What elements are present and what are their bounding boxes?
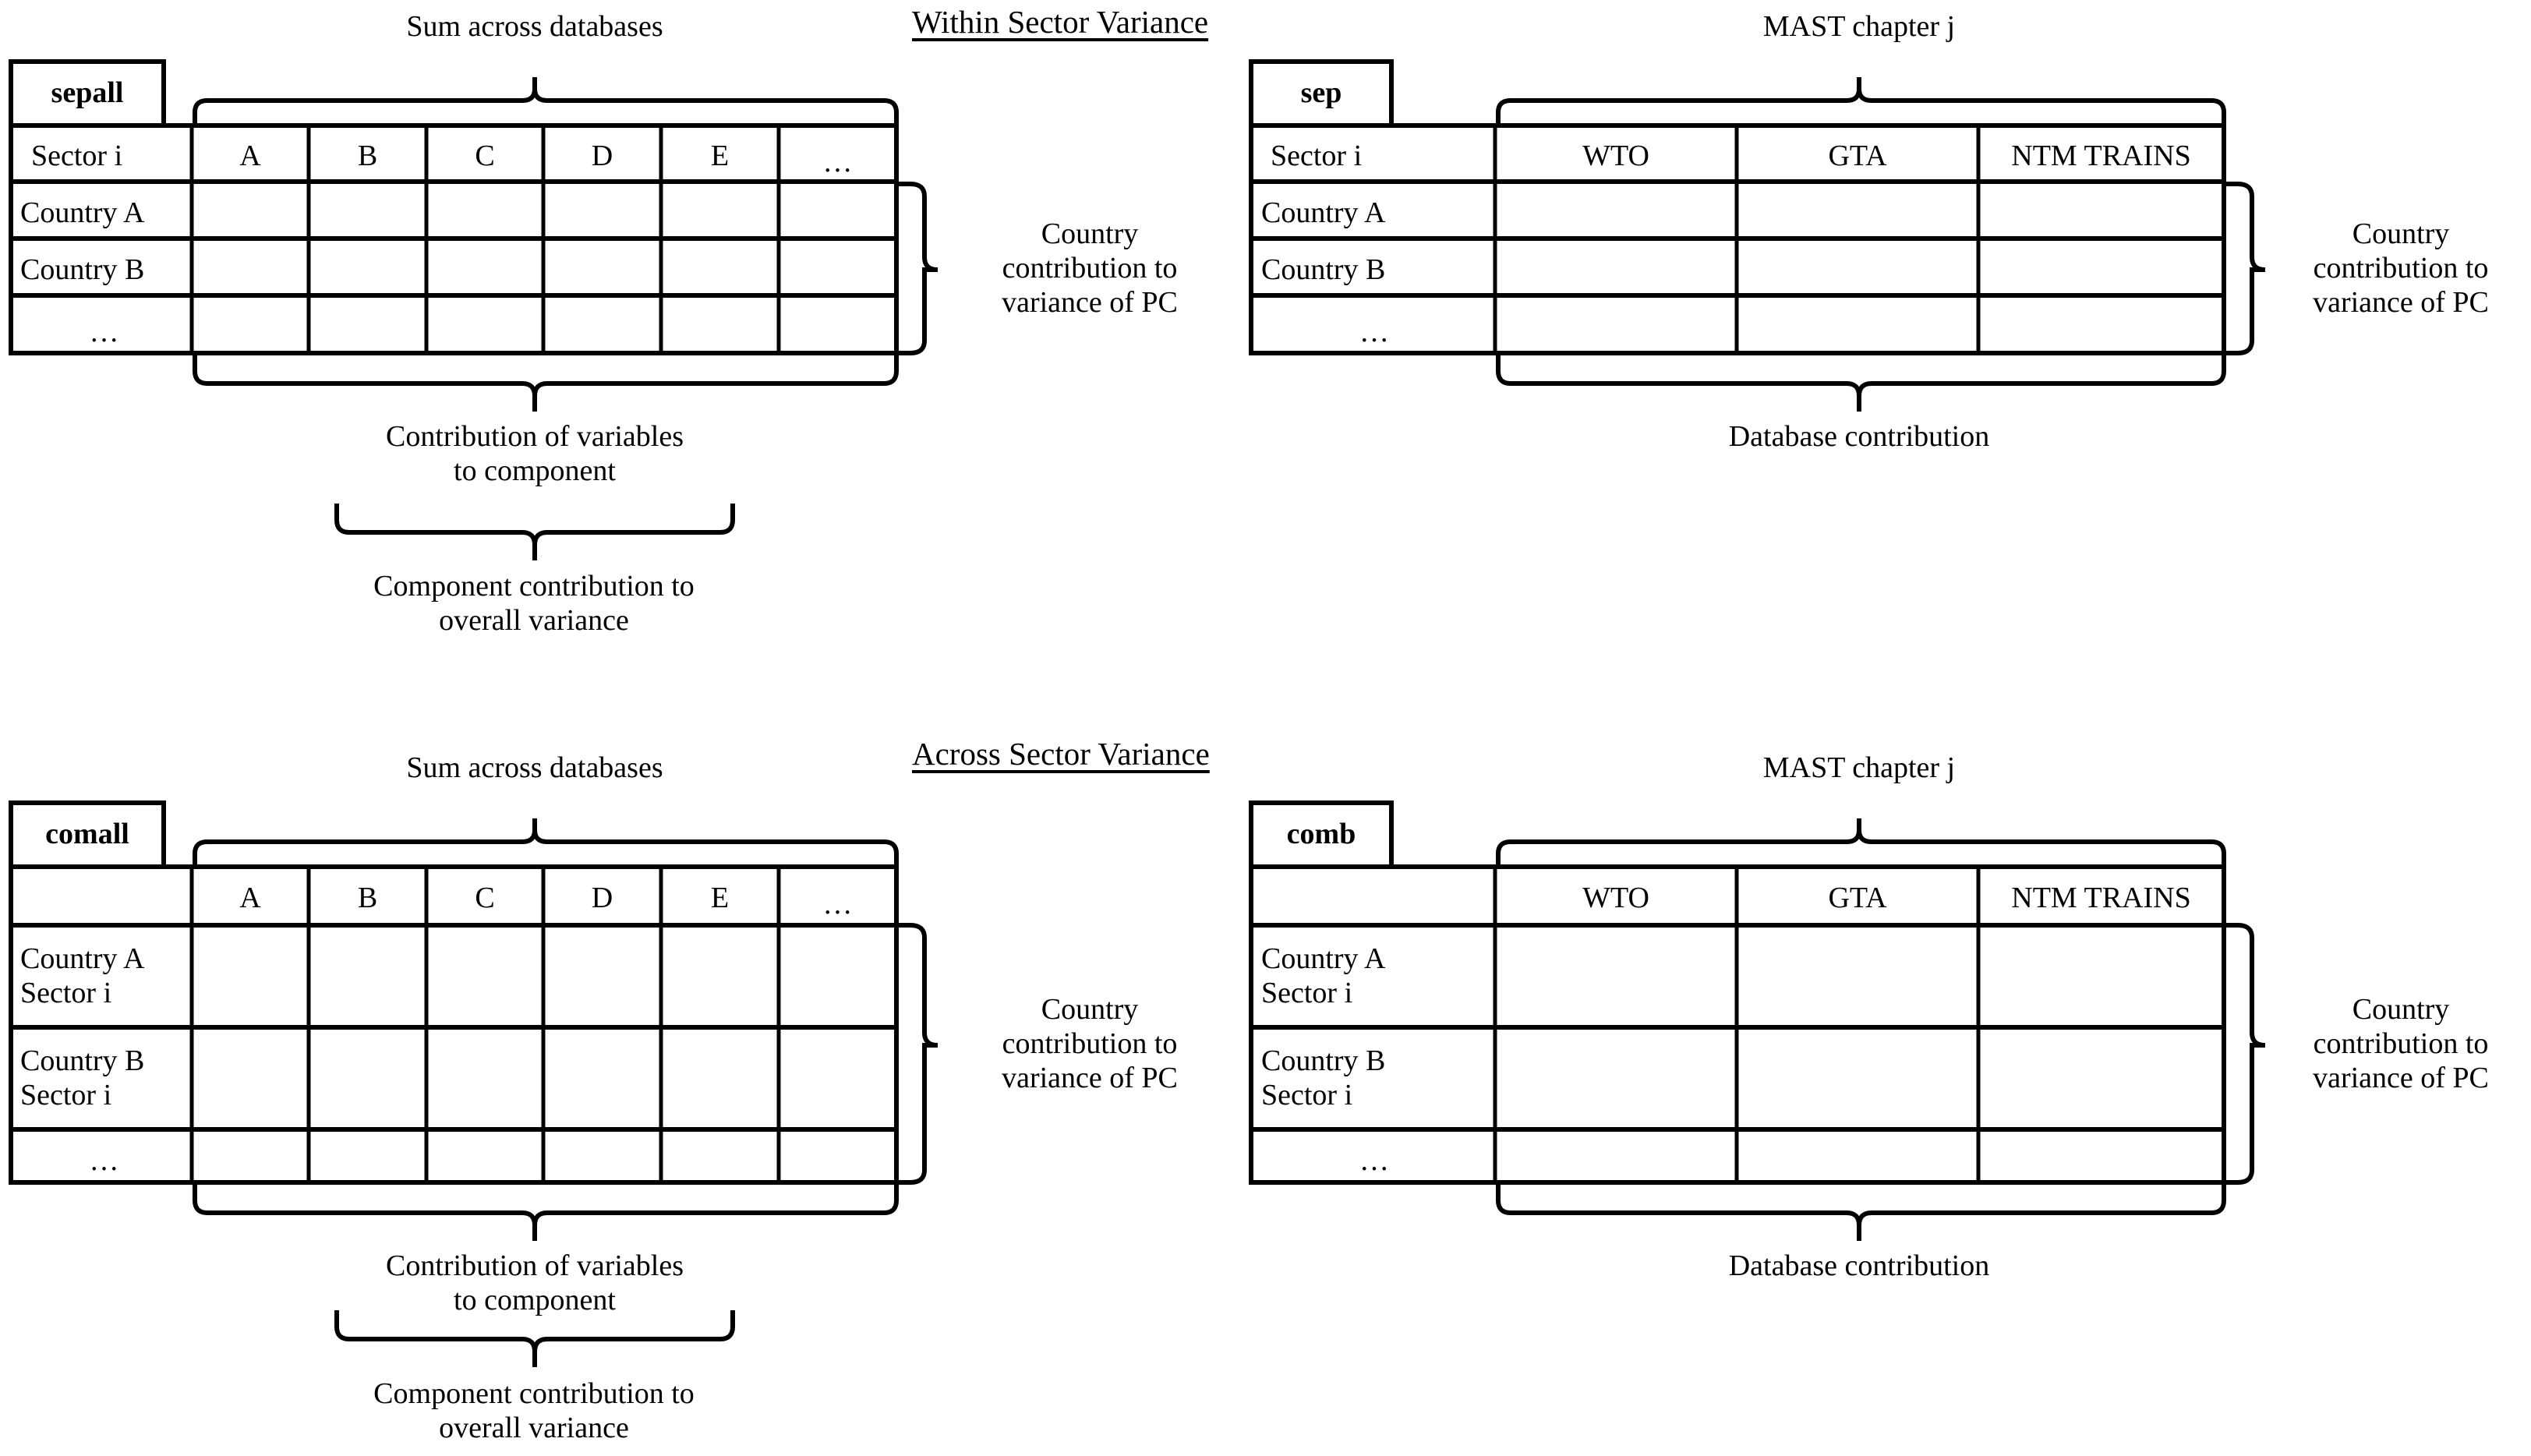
table-comall-header-b: B xyxy=(357,882,378,914)
table-comb-header-ntm-trains: NTM TRAINS xyxy=(2011,882,2191,914)
table-sepall-header-a: A xyxy=(239,140,261,172)
brace-contribution-of-variables-top-left xyxy=(193,353,899,412)
brace-label-sum-across-databases-bottom-left: Sum across databases xyxy=(406,751,663,784)
table-comall-header-d: D xyxy=(591,882,613,914)
brace-country-contribution-top-left xyxy=(896,182,939,355)
brace-mast-chapter-bottom-right xyxy=(1496,818,2226,867)
section-title-within-sector-variance: Within Sector Variance xyxy=(912,4,1209,40)
table-tag-sepall: sepall xyxy=(51,76,124,109)
brace-database-contribution-top-right xyxy=(1496,353,2226,412)
table-comall-header-ellipsis: … xyxy=(822,888,853,921)
table-sepall-row-label-country-b: Country B xyxy=(20,253,145,286)
brace-label-country-contribution-bottom-left: Country contribution to variance of PC xyxy=(1002,993,1178,1095)
brace-label-component-contribution-top-left: Component contribution to overall varian… xyxy=(373,570,695,638)
table-sepall-header-ellipsis: … xyxy=(822,146,853,178)
table-sepall-header-e: E xyxy=(710,140,730,172)
table-sep-row-label-country-b: Country B xyxy=(1261,253,1386,286)
brace-label-contribution-of-variables-bottom-left: Contribution of variables to component xyxy=(385,1249,684,1317)
table-sepall-header-c: C xyxy=(475,140,495,172)
table-sep-header-ntm-trains: NTM TRAINS xyxy=(2011,140,2191,172)
brace-mast-chapter-top-right xyxy=(1496,77,2226,125)
table-comall-grid xyxy=(9,864,899,1185)
brace-country-contribution-top-right xyxy=(2224,182,2266,355)
brace-country-contribution-bottom-right xyxy=(2224,923,2266,1185)
brace-label-database-contribution-bottom-right: Database contribution xyxy=(1728,1249,1990,1282)
table-sepall-header-d: D xyxy=(591,140,613,172)
section-title-across-sector-variance: Across Sector Variance xyxy=(912,736,1210,772)
table-comall-header-a: A xyxy=(239,882,261,914)
table-tag-sep: sep xyxy=(1300,76,1342,109)
brace-label-component-contribution-bottom-left: Component contribution to overall varian… xyxy=(373,1377,695,1445)
table-sep-header-wto: WTO xyxy=(1582,140,1649,172)
table-comb-header-wto: WTO xyxy=(1582,882,1649,914)
brace-label-country-contribution-top-left: Country contribution to variance of PC xyxy=(1002,217,1178,320)
table-comb-header-gta: GTA xyxy=(1828,882,1887,914)
brace-label-contribution-of-variables-top-left: Contribution of variables to component xyxy=(385,420,684,488)
table-sep-header-gta: GTA xyxy=(1828,140,1887,172)
brace-label-mast-chapter-top-right: MAST chapter j xyxy=(1762,10,1956,43)
brace-label-country-contribution-bottom-right: Country contribution to variance of PC xyxy=(2313,993,2489,1095)
brace-component-contribution-top-left xyxy=(334,504,735,560)
brace-sum-across-databases-bottom-left xyxy=(193,818,899,867)
brace-contribution-of-variables-bottom-left xyxy=(193,1182,899,1241)
table-comall-row-label-ellipsis: … xyxy=(89,1144,119,1177)
table-sep-row-label-ellipsis: … xyxy=(1359,316,1389,348)
brace-sum-across-databases-top-left xyxy=(193,77,899,125)
brace-label-mast-chapter-bottom-right: MAST chapter j xyxy=(1762,751,1956,784)
table-tag-comb: comb xyxy=(1286,818,1356,850)
table-comb-row-label-ellipsis: … xyxy=(1359,1144,1389,1177)
table-sepall-header-sector: Sector i xyxy=(31,140,123,172)
table-sep-row-label-country-a: Country A xyxy=(1261,196,1386,229)
table-sepall-header-b: B xyxy=(357,140,378,172)
brace-label-sum-across-databases-top-left: Sum across databases xyxy=(406,10,663,43)
table-sep-header-sector: Sector i xyxy=(1271,140,1363,172)
table-tag-comall: comall xyxy=(45,818,129,850)
table-sepall-grid xyxy=(9,123,899,355)
table-comall-header-c: C xyxy=(475,882,495,914)
table-comall-row-label-country-b: Country B Sector i xyxy=(20,1044,145,1112)
table-comb-grid xyxy=(1249,864,2226,1185)
brace-label-database-contribution-top-right: Database contribution xyxy=(1728,420,1990,453)
brace-label-country-contribution-top-right: Country contribution to variance of PC xyxy=(2313,217,2489,320)
brace-component-contribution-bottom-left xyxy=(334,1310,735,1367)
table-sepall-row-label-country-a: Country A xyxy=(20,196,145,229)
brace-country-contribution-bottom-left xyxy=(896,923,939,1185)
table-comall-row-label-country-a: Country A Sector i xyxy=(20,942,145,1010)
table-sepall-row-label-ellipsis: … xyxy=(89,316,119,348)
brace-database-contribution-bottom-right xyxy=(1496,1182,2226,1241)
table-comall-header-e: E xyxy=(710,882,730,914)
table-comb-row-label-country-a: Country A Sector i xyxy=(1261,942,1386,1010)
table-sep-grid xyxy=(1249,123,2226,355)
table-comb-row-label-country-b: Country B Sector i xyxy=(1261,1044,1386,1112)
